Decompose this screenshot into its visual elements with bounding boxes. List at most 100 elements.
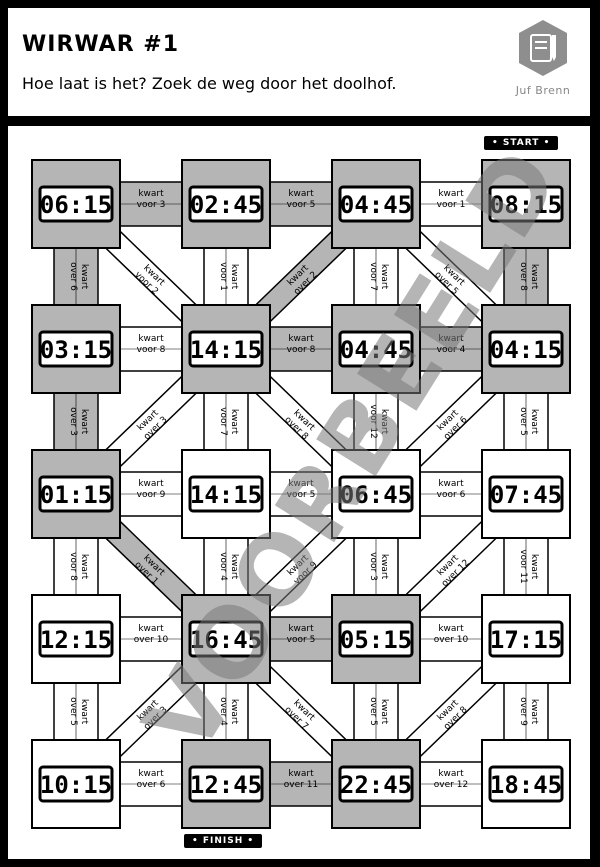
time-cell[interactable]: 16:45: [181, 594, 271, 684]
clock-time: 05:15: [340, 626, 412, 654]
vertical-link[interactable]: kwartvoor 7: [203, 392, 249, 451]
time-cell[interactable]: 12:45: [181, 739, 271, 829]
digital-clock-display: [38, 330, 114, 368]
vertical-link[interactable]: kwartvoor 11: [503, 537, 549, 596]
vertical-link[interactable]: kwartvoor 4: [203, 537, 249, 596]
digital-clock-display: [188, 185, 264, 223]
link-label: kwartover 5: [518, 407, 539, 436]
vertical-link[interactable]: kwartover 5: [53, 682, 99, 741]
vertical-link[interactable]: kwartvoor 8: [53, 537, 99, 596]
vertical-link[interactable]: kwartover 6: [53, 247, 99, 306]
time-cell[interactable]: 18:45: [481, 739, 571, 829]
time-cell[interactable]: 03:15: [31, 304, 121, 394]
digital-clock-display: [488, 620, 564, 658]
worksheet-title: WIRWAR #1: [22, 32, 180, 57]
clock-time: 12:45: [190, 771, 262, 799]
clock-time: 07:45: [490, 481, 562, 509]
vertical-link[interactable]: kwartover 5: [503, 392, 549, 451]
clock-time: 04:15: [490, 336, 562, 364]
vertical-link[interactable]: kwartvoor 12: [353, 392, 399, 451]
link-label: kwartover 5: [68, 697, 89, 726]
clock-time: 10:15: [40, 771, 112, 799]
link-label: kwartover 4: [218, 697, 239, 726]
vertical-link[interactable]: kwartover 9: [503, 682, 549, 741]
digital-clock-display: [488, 765, 564, 803]
worksheet-header: WIRWAR #1 Hoe laat is het? Zoek de weg d…: [6, 6, 592, 118]
time-cell[interactable]: 06:15: [31, 159, 121, 249]
link-label: kwartvoor 3: [368, 552, 389, 581]
digital-clock-display: [338, 185, 414, 223]
digital-clock-display: [338, 620, 414, 658]
time-cell[interactable]: 17:15: [481, 594, 571, 684]
time-cell[interactable]: 06:45: [331, 449, 421, 539]
vertical-link[interactable]: kwartover 5: [353, 682, 399, 741]
time-cell[interactable]: 04:45: [331, 159, 421, 249]
time-cell[interactable]: 04:45: [331, 304, 421, 394]
clock-time: 17:15: [490, 626, 562, 654]
digital-clock-display: [38, 765, 114, 803]
time-cell[interactable]: 05:15: [331, 594, 421, 684]
time-cell[interactable]: 04:15: [481, 304, 571, 394]
clock-time: 06:15: [40, 191, 112, 219]
brand-name: Juf Brenn: [515, 84, 571, 97]
digital-clock-display: [338, 330, 414, 368]
vertical-link[interactable]: kwartvoor 1: [203, 247, 249, 306]
link-label: kwartvoor 1: [218, 262, 239, 291]
time-cell[interactable]: 22:45: [331, 739, 421, 829]
clock-time: 14:15: [190, 336, 262, 364]
digital-clock-display: [38, 185, 114, 223]
vertical-link[interactable]: kwartover 3: [53, 392, 99, 451]
link-label: kwartvoor 12: [368, 404, 389, 438]
vertical-link[interactable]: kwartvoor 7: [353, 247, 399, 306]
clock-time: 12:15: [40, 626, 112, 654]
time-cell[interactable]: 12:15: [31, 594, 121, 684]
digital-clock-display: [488, 475, 564, 513]
clock-time: 04:45: [340, 336, 412, 364]
time-cell[interactable]: 10:15: [31, 739, 121, 829]
time-cell[interactable]: 01:15: [31, 449, 121, 539]
vertical-link[interactable]: kwartvoor 3: [353, 537, 399, 596]
clock-time: 01:15: [40, 481, 112, 509]
time-cell[interactable]: 14:15: [181, 449, 271, 539]
link-label: kwartover 5: [368, 697, 389, 726]
link-label: kwartvoor 4: [218, 552, 239, 581]
link-label: kwartvoor 11: [518, 549, 539, 583]
time-cell[interactable]: 07:45: [481, 449, 571, 539]
time-cell[interactable]: 08:15: [481, 159, 571, 249]
time-cell[interactable]: 14:15: [181, 304, 271, 394]
digital-clock-display: [38, 475, 114, 513]
vertical-link[interactable]: kwartover 8: [503, 247, 549, 306]
link-label: kwartvoor 7: [218, 407, 239, 436]
vertical-link[interactable]: kwartover 4: [203, 682, 249, 741]
clock-time: 22:45: [340, 771, 412, 799]
clock-time: 04:45: [340, 191, 412, 219]
time-cell[interactable]: 02:45: [181, 159, 271, 249]
